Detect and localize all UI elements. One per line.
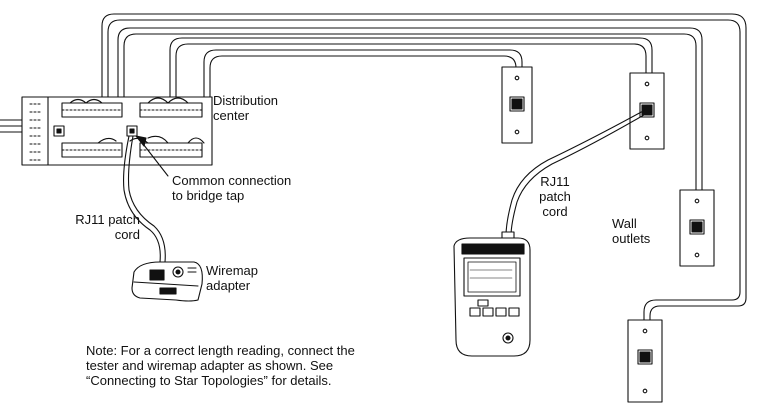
label-rj11-patch-cord-left: RJ11 patch cord xyxy=(68,212,140,242)
note-line: Note: For a correct length reading, conn… xyxy=(86,343,355,358)
label-line: Common connection xyxy=(172,173,292,188)
label-line: center xyxy=(213,108,250,123)
wall-outlet-4 xyxy=(627,319,663,403)
cable-tester xyxy=(453,231,531,357)
common-connection-arrow xyxy=(135,135,147,147)
cable-to-outlet-2 xyxy=(169,37,653,103)
distribution-panel xyxy=(21,96,213,166)
label-line: cord xyxy=(542,204,568,219)
label-line: to bridge tap xyxy=(172,188,245,203)
label-line: adapter xyxy=(206,278,251,293)
label-line: RJ11 patch xyxy=(75,212,140,227)
label-line: Wall xyxy=(612,216,637,231)
label-line: Wiremap xyxy=(206,263,259,278)
wall-outlet-1 xyxy=(501,66,533,144)
note-line: “Connecting to Star Topologies” for deta… xyxy=(86,373,332,388)
note-line: tester and wiremap adapter as shown. See xyxy=(86,358,334,373)
cable-to-outlet-1 xyxy=(203,49,523,103)
label-line: cord xyxy=(114,227,140,242)
wall-outlet-3 xyxy=(679,189,715,267)
label-wiremap-adapter: Wiremap adapter xyxy=(206,263,258,293)
wall-outlet-2 xyxy=(629,72,665,150)
cable-to-outlet-3 xyxy=(117,27,703,191)
label-common-connection: Common connection to bridge tap xyxy=(172,173,291,203)
common-connection-pointer xyxy=(139,139,169,177)
label-wall-outlets: Wall outlets xyxy=(612,216,650,246)
label-distribution-center: Distribution center xyxy=(213,93,278,123)
label-line: patch xyxy=(539,189,571,204)
incoming-trunk-lines xyxy=(0,119,23,133)
wiremap-adapter xyxy=(131,261,203,302)
rj11-patch-cord-left xyxy=(123,135,166,263)
label-line: Distribution xyxy=(213,93,279,108)
rj11-patch-cord-right xyxy=(505,109,650,237)
label-line: outlets xyxy=(612,231,651,246)
label-rj11-patch-cord-right: RJ11 patch cord xyxy=(532,174,578,219)
label-line: RJ11 xyxy=(540,174,570,189)
note-text: Note: For a correct length reading, conn… xyxy=(86,343,355,388)
cable-to-outlet-4 xyxy=(101,13,747,331)
